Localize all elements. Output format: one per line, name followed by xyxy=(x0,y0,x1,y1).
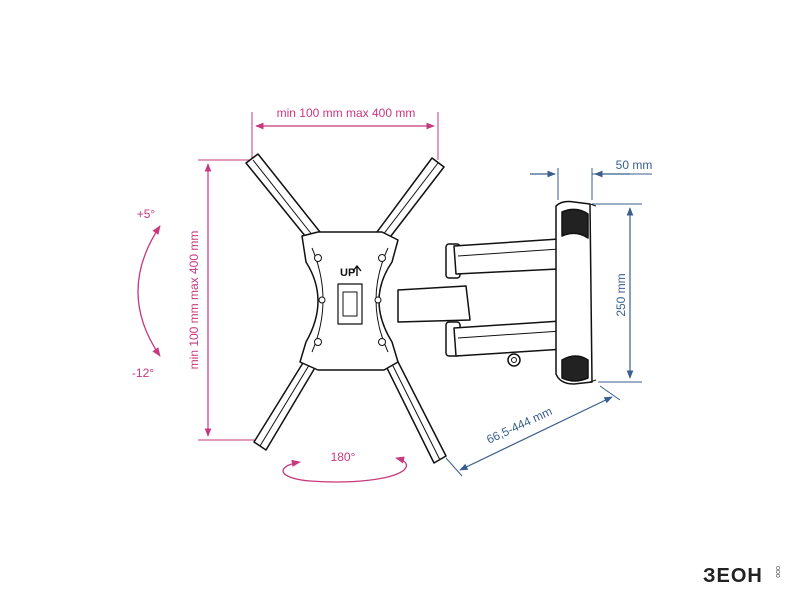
width-range-label: min 100 mm max 400 mm xyxy=(277,106,416,120)
height-range-label: min 100 mm max 400 mm xyxy=(187,231,201,370)
wall-plate xyxy=(555,200,597,385)
vesa-bracket xyxy=(245,153,447,464)
tilt-down-label: -12° xyxy=(132,366,154,380)
swivel-label: 180° xyxy=(331,450,356,464)
wall-plate-depth-label: 50 mm xyxy=(616,158,653,172)
up-marker: UP xyxy=(340,264,362,279)
width-dimension: min 100 mm max 400 mm xyxy=(251,106,439,160)
wall-plate-height-dimension: 250 mm xyxy=(592,203,642,383)
swing-arm xyxy=(397,237,581,367)
tilt-indicator: +5° -12° xyxy=(132,207,161,380)
tilt-up-label: +5° xyxy=(137,207,156,221)
brand-logo-sub: ООО xyxy=(774,566,780,578)
arm-extension-label: 66,5-444 mm xyxy=(484,404,554,447)
up-arrow-icon xyxy=(352,264,362,276)
wall-plate-height-label: 250 mm xyxy=(614,273,628,316)
brand-logo-name: ЗЕОН xyxy=(703,565,763,587)
swivel-indicator: 180° xyxy=(282,450,408,483)
brand-logo: ЗЕОН ООО xyxy=(703,565,780,587)
height-dimension: min 100 mm max 400 mm xyxy=(187,159,262,441)
svg-text:UP: UP xyxy=(340,267,355,279)
arm-extension-dimension: 66,5-444 mm xyxy=(445,385,621,477)
wall-plate-depth-dimension: 50 mm xyxy=(530,158,652,200)
